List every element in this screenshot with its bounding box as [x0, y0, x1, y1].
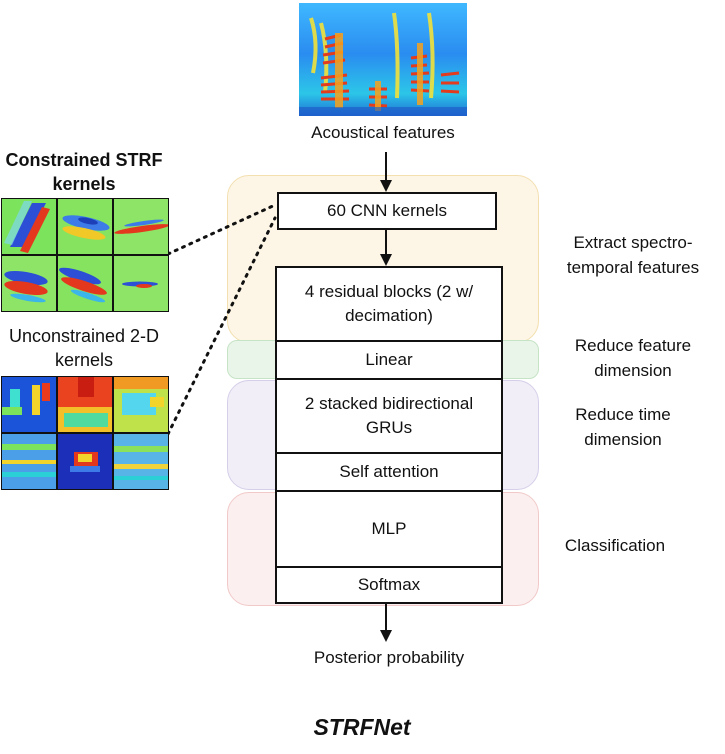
- diagram-caption: STRFNet: [313, 714, 411, 740]
- cnn-kernel: [58, 434, 112, 489]
- self-attention-block: Self attention: [275, 452, 503, 492]
- strf-kernel: [2, 199, 56, 254]
- strf-kernel: [2, 256, 56, 311]
- gru-block: 2 stacked bidirectional GRUs: [275, 378, 503, 454]
- residual-blocks-block: 4 residual blocks (2 w/ decimation): [275, 266, 503, 342]
- input-label: Acoustical features: [311, 123, 455, 142]
- cnn-kernel: [114, 377, 168, 432]
- spectrogram-image: [299, 3, 467, 116]
- cnn-kernel: [2, 377, 56, 432]
- reduce-time-stage-label: Reduce time dimension: [575, 405, 671, 449]
- softmax-block: Softmax: [275, 566, 503, 604]
- mlp-block: MLP: [275, 490, 503, 568]
- unconstrained-kernels-title: Unconstrained 2-D kernels: [8, 326, 160, 370]
- strf-kernel: [58, 256, 112, 311]
- linear-block: Linear: [275, 340, 503, 380]
- unconstrained-kernels-grid: [1, 376, 169, 490]
- mlp-label: MLP: [371, 519, 407, 538]
- extract-stage-label: Extract spectro-temporal features: [566, 233, 700, 277]
- classification-stage-label: Classification: [564, 536, 666, 555]
- strf-kernel: [58, 199, 112, 254]
- output-label: Posterior probability: [313, 648, 465, 667]
- strf-kernel: [114, 256, 168, 311]
- linear-label: Linear: [365, 350, 413, 369]
- cnn-kernels-label: 60 CNN kernels: [327, 201, 447, 220]
- constrained-kernels-title: Constrained STRF kernels: [5, 150, 163, 194]
- self-attention-label: Self attention: [339, 462, 439, 481]
- reduce-feature-stage-label: Reduce feature dimension: [574, 336, 692, 380]
- cnn-kernel: [58, 377, 112, 432]
- cnn-kernel: [114, 434, 168, 489]
- cnn-kernel: [2, 434, 56, 489]
- constrained-kernels-grid: [1, 198, 169, 312]
- softmax-label: Softmax: [357, 575, 421, 594]
- gru-label: 2 stacked bidirectional GRUs: [304, 394, 474, 437]
- residual-blocks-label: 4 residual blocks (2 w/ decimation): [304, 282, 474, 325]
- cnn-kernels-block: 60 CNN kernels: [277, 192, 497, 230]
- strf-kernel: [114, 199, 168, 254]
